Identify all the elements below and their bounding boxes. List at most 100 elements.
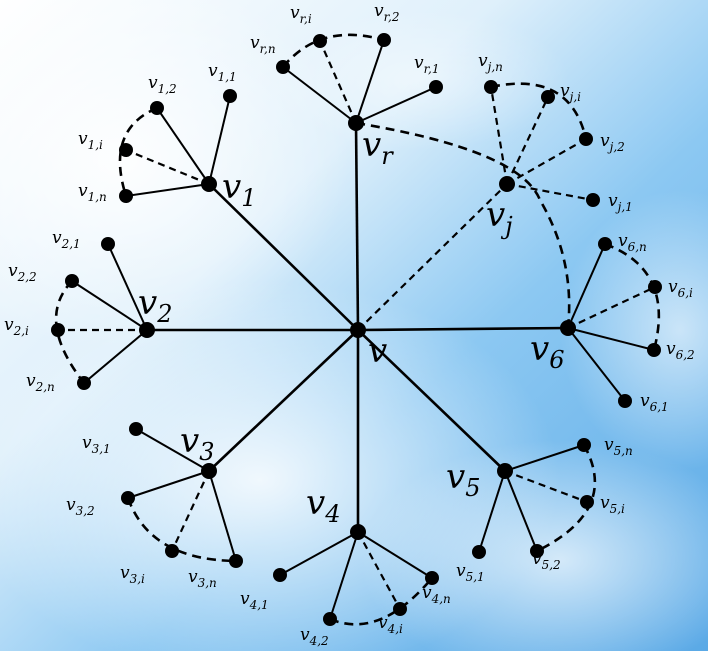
branch-v4 — [273, 524, 439, 626]
label-v1-2: v1,2 — [148, 73, 177, 96]
edge-v-v3 — [208, 329, 359, 472]
node-v3-i — [165, 544, 179, 558]
branch-v2 — [51, 237, 155, 390]
node-v4-2 — [323, 612, 337, 626]
branch-vj — [484, 80, 600, 207]
node-vj-1 — [586, 193, 600, 207]
label-v4-1: v4,1 — [240, 589, 269, 612]
label-v4-i: v4,i — [378, 613, 403, 636]
node-v5-2 — [530, 544, 544, 558]
arc-vr-vj-v6 — [355, 121, 571, 329]
node-v6-i — [648, 280, 662, 294]
label-v2-n: v2,n — [26, 371, 55, 394]
node-v1-2 — [150, 101, 164, 115]
node-v6-n — [598, 237, 612, 251]
edge-v-v1 — [208, 183, 359, 331]
node-v6 — [560, 320, 576, 336]
node-hub-v — [350, 322, 366, 338]
node-v5-1 — [472, 545, 486, 559]
node-v5-n — [577, 438, 591, 452]
cloud — [0, 0, 350, 350]
label-v1-n: v1,n — [78, 181, 107, 204]
node-v2-1 — [101, 237, 115, 251]
label-v6-1: v6,1 — [640, 391, 669, 414]
cloud — [270, 10, 570, 150]
node-vj-i — [541, 90, 555, 104]
node-vj-n — [484, 80, 498, 94]
edge-v-vj — [357, 183, 508, 331]
label-v6: v6 — [530, 329, 565, 374]
node-v1-i — [119, 143, 133, 157]
label-v1: v1 — [222, 167, 257, 212]
branch-v1 — [118, 89, 237, 203]
edge-v-vr — [354, 122, 360, 331]
label-vr-1: vr,1 — [414, 53, 439, 76]
node-v5-i — [580, 495, 594, 509]
node-v5 — [497, 463, 513, 479]
hub-edges — [147, 121, 571, 532]
label-v4: v4 — [306, 483, 341, 528]
branch-v6 — [560, 237, 662, 408]
label-vj-i: vj,i — [560, 81, 581, 104]
node-vr-1 — [429, 80, 443, 94]
label-v1-i: v1,i — [78, 129, 103, 152]
label-v3-2: v3,2 — [66, 495, 95, 518]
label-v5-i: v5,i — [600, 493, 625, 516]
node-vr-i — [313, 34, 327, 48]
node-v4-n — [425, 571, 439, 585]
label-vj-2: vj,2 — [600, 131, 625, 154]
node-v1-n — [119, 189, 133, 203]
label-v4-2: v4,2 — [300, 625, 329, 648]
node-v3-n — [229, 554, 243, 568]
label-v2: v2 — [138, 283, 173, 328]
node-vr — [348, 115, 364, 131]
label-v5-2: v5,2 — [532, 549, 561, 572]
label-v6-i: v6,i — [668, 277, 693, 300]
branch-labels: v v1 v2 v3 v4 v5 v6 vr vj — [138, 125, 565, 528]
branch-v3 — [121, 422, 243, 568]
label-v2-2: v2,2 — [8, 261, 37, 284]
label-v3-n: v3,n — [188, 567, 217, 590]
node-v4 — [350, 524, 366, 540]
label-v5-n: v5,n — [604, 435, 633, 458]
edge-v-v5 — [357, 329, 506, 472]
node-v1-1 — [223, 89, 237, 103]
node-v3-2 — [121, 491, 135, 505]
node-v2 — [139, 322, 155, 338]
label-vr-i: vr,i — [290, 3, 312, 26]
label-vr-n: vr,n — [250, 33, 276, 56]
node-vr-2 — [377, 33, 391, 47]
label-hub: v — [368, 331, 387, 371]
node-v3 — [201, 463, 217, 479]
node-vj-2 — [579, 132, 593, 146]
node-vj — [499, 176, 515, 192]
node-v2-2 — [65, 274, 79, 288]
node-v3-1 — [129, 422, 143, 436]
label-v3: v3 — [180, 421, 215, 466]
label-vr: vr — [362, 125, 394, 170]
label-v2-i: v2,i — [4, 315, 29, 338]
label-v5: v5 — [446, 457, 481, 502]
node-v2-n — [77, 376, 91, 390]
leaf-labels: v1,1 v1,2 v1,i v1,n v2,1 v2,2 v2,i v2,n … — [4, 1, 695, 648]
node-v4-i — [393, 602, 407, 616]
label-v3-1: v3,1 — [82, 433, 111, 456]
label-vj-n: vj,n — [478, 51, 503, 74]
node-v6-2 — [647, 343, 661, 357]
label-vr-2: vr,2 — [374, 1, 399, 24]
label-vj: vj — [486, 195, 513, 240]
node-vr-n — [276, 60, 290, 74]
label-v4-n: v4,n — [422, 583, 451, 606]
edge-v-v6 — [357, 326, 569, 332]
branch-vr — [276, 33, 443, 131]
node-v1 — [201, 176, 217, 192]
node-v2-i — [51, 323, 65, 337]
label-v6-2: v6,2 — [666, 339, 695, 362]
label-vj-1: vj,1 — [608, 191, 633, 214]
label-v6-n: v6,n — [618, 231, 647, 254]
label-v1-1: v1,1 — [208, 61, 237, 84]
label-v2-1: v2,1 — [52, 228, 81, 251]
node-v6-1 — [618, 394, 632, 408]
